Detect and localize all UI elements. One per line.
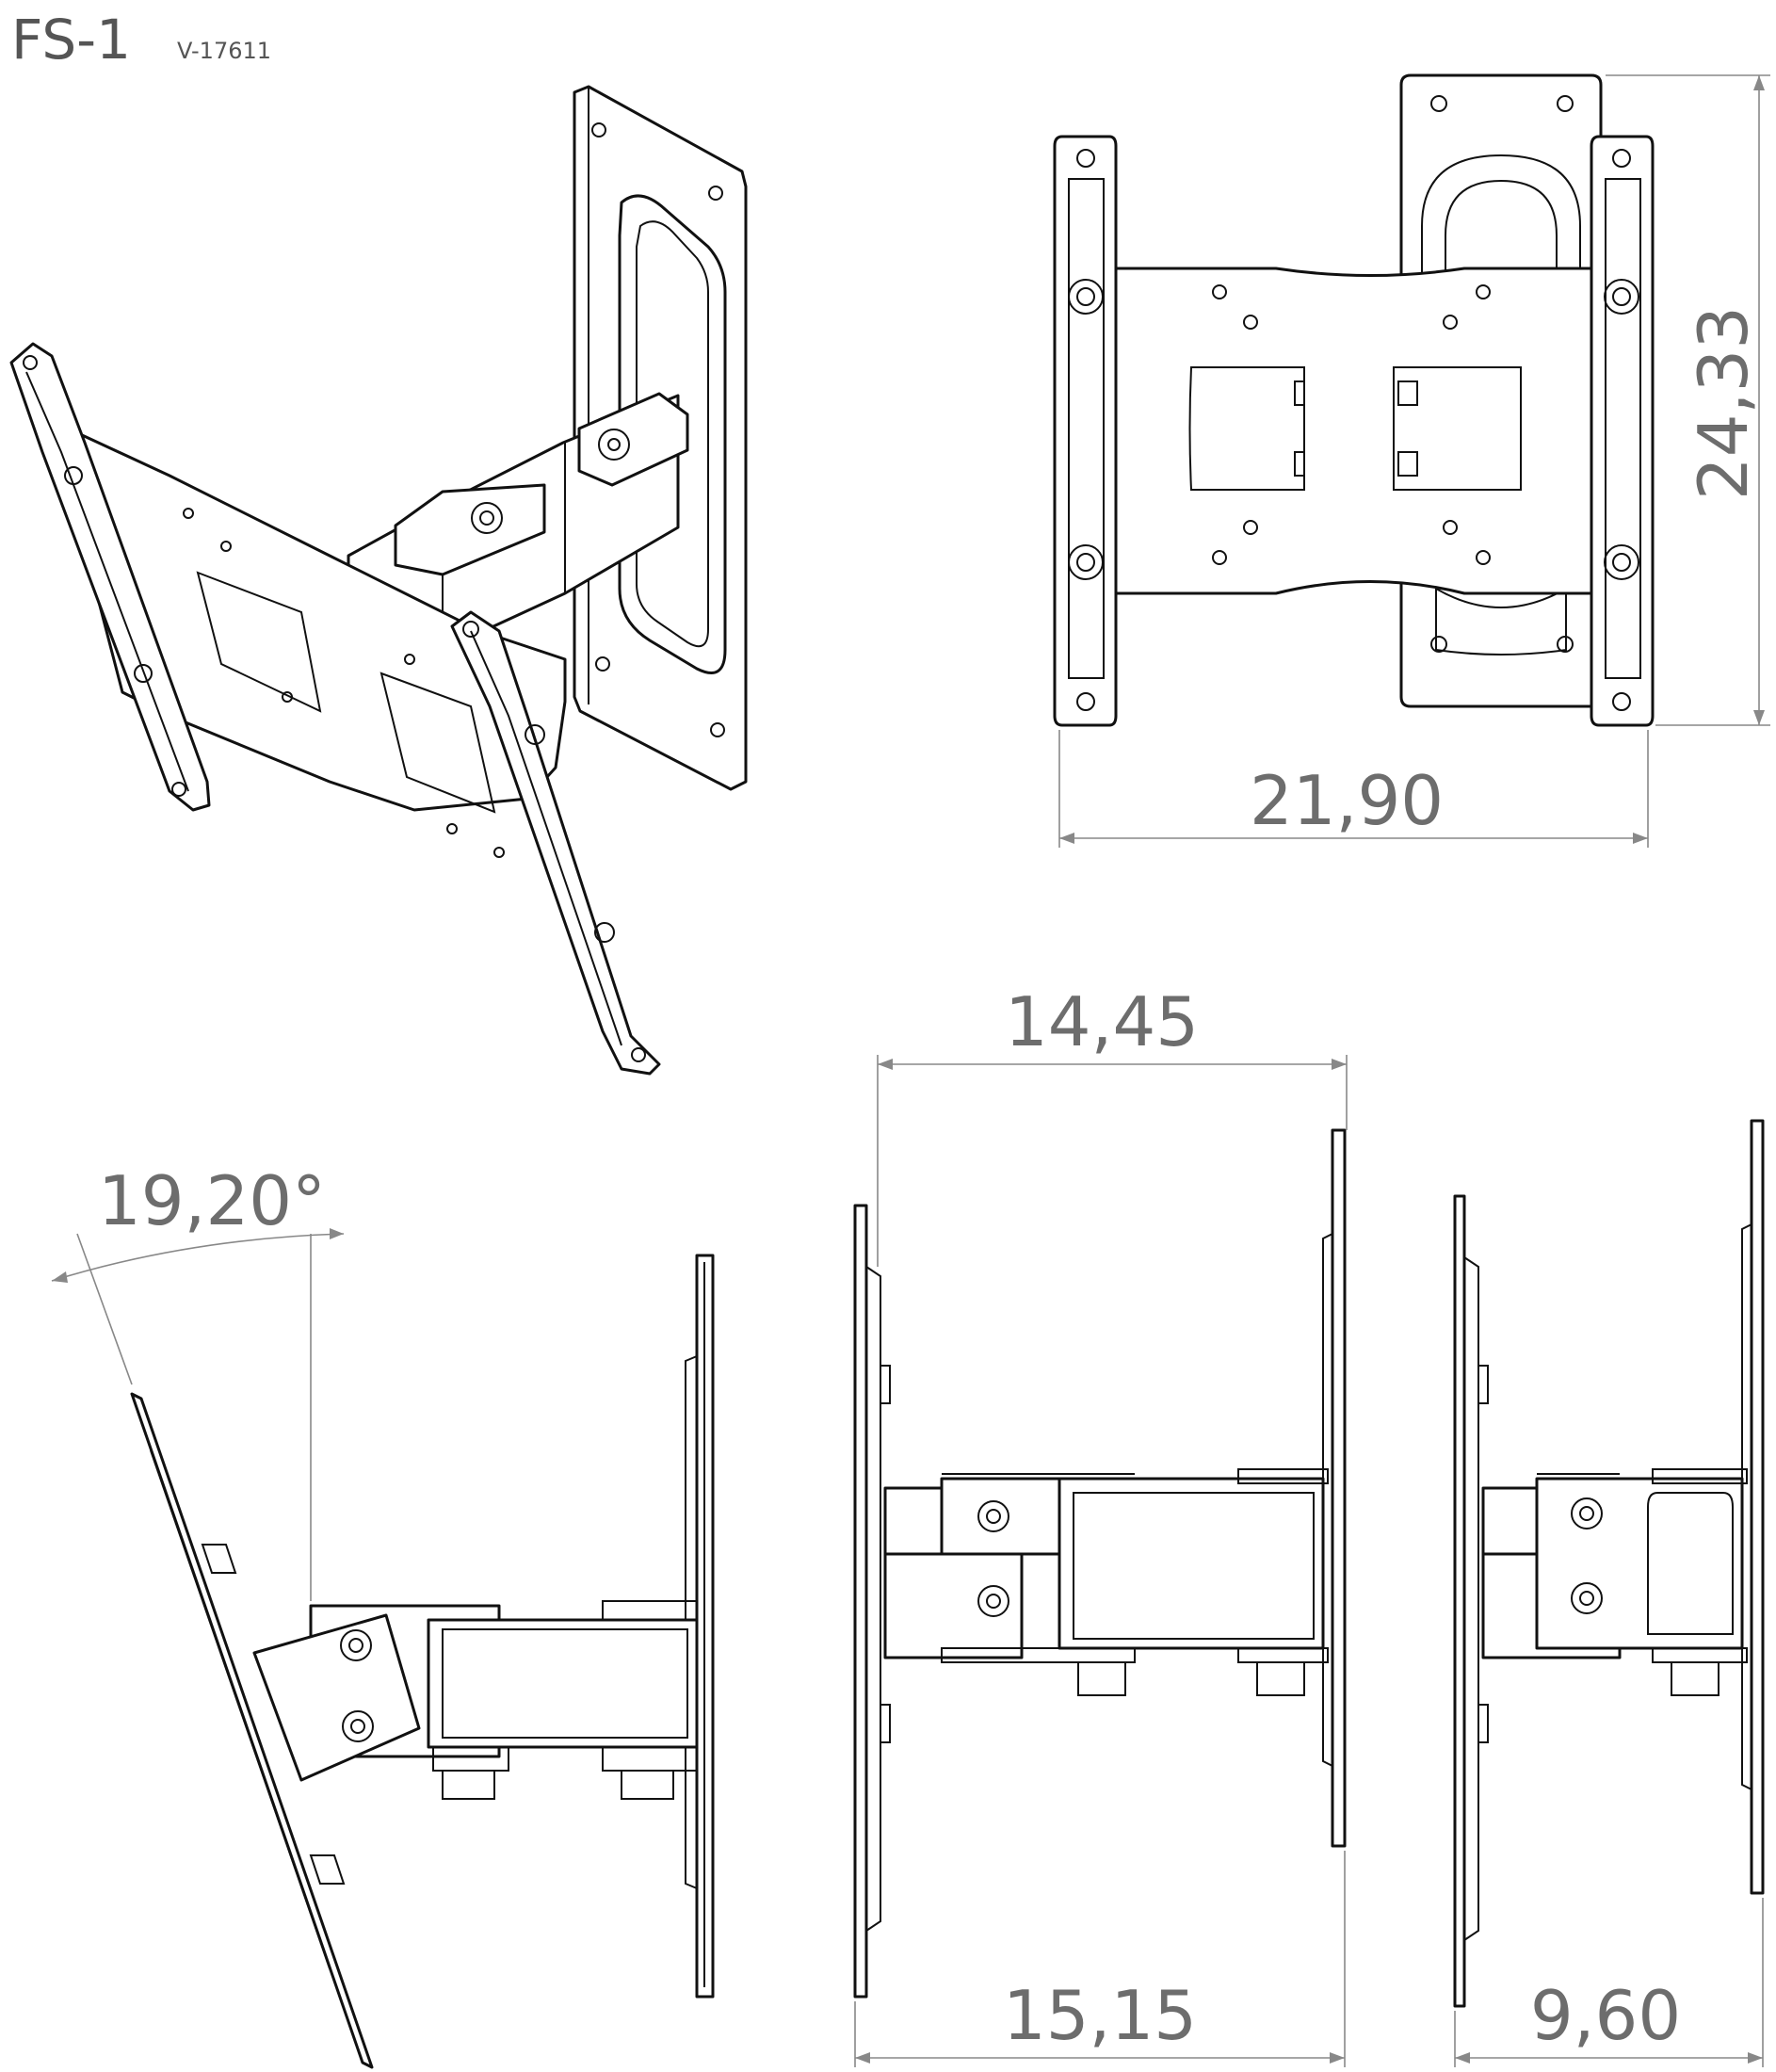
side-tv-plate [853, 1204, 868, 1999]
isometric-view [9, 85, 748, 1076]
side-arm [1058, 1477, 1325, 1650]
side-bottom-label: 15,15 [1003, 1976, 1197, 2055]
retracted-tv-plate [1453, 1194, 1466, 2008]
side-wall-plate [1331, 1128, 1347, 1848]
side-view-retracted: 9,60 [1453, 1119, 1765, 2067]
iso-wall-plate [573, 85, 748, 791]
dim-side-bottom: 15,15 [854, 1851, 1346, 2067]
tilted-side-view: 19,20° [51, 1161, 715, 2069]
front-height-label: 24,33 [1684, 306, 1763, 500]
dim-tilt-angle: 19,20° [51, 1161, 345, 1601]
front-right-rail [1590, 135, 1655, 727]
side-top-label: 14,45 [1005, 982, 1199, 1061]
front-width-label: 21,90 [1250, 761, 1444, 840]
model-title: FS-1 [11, 8, 131, 72]
tilt-arm [427, 1618, 699, 1749]
front-view: 24,33 21,90 [1053, 73, 1770, 848]
dim-side-depth: 9,60 [1454, 1898, 1764, 2067]
side-depth-label: 9,60 [1530, 1976, 1681, 2055]
tilt-angle-label: 19,20° [98, 1161, 326, 1240]
front-tv-plate [1107, 267, 1603, 595]
retracted-wall-plate [1750, 1119, 1765, 1895]
iso-right-rail [450, 610, 661, 1076]
dim-front-height: 24,33 [1606, 74, 1770, 726]
retracted-arm [1535, 1477, 1744, 1650]
front-left-rail [1053, 135, 1118, 727]
dim-front-width: 21,90 [1058, 730, 1649, 848]
dim-side-top: 14,45 [877, 982, 1348, 1267]
model-code: V-17611 [177, 38, 271, 64]
iso-left-rail [9, 342, 211, 812]
side-view-extended: 14,45 15,15 [853, 982, 1348, 2067]
